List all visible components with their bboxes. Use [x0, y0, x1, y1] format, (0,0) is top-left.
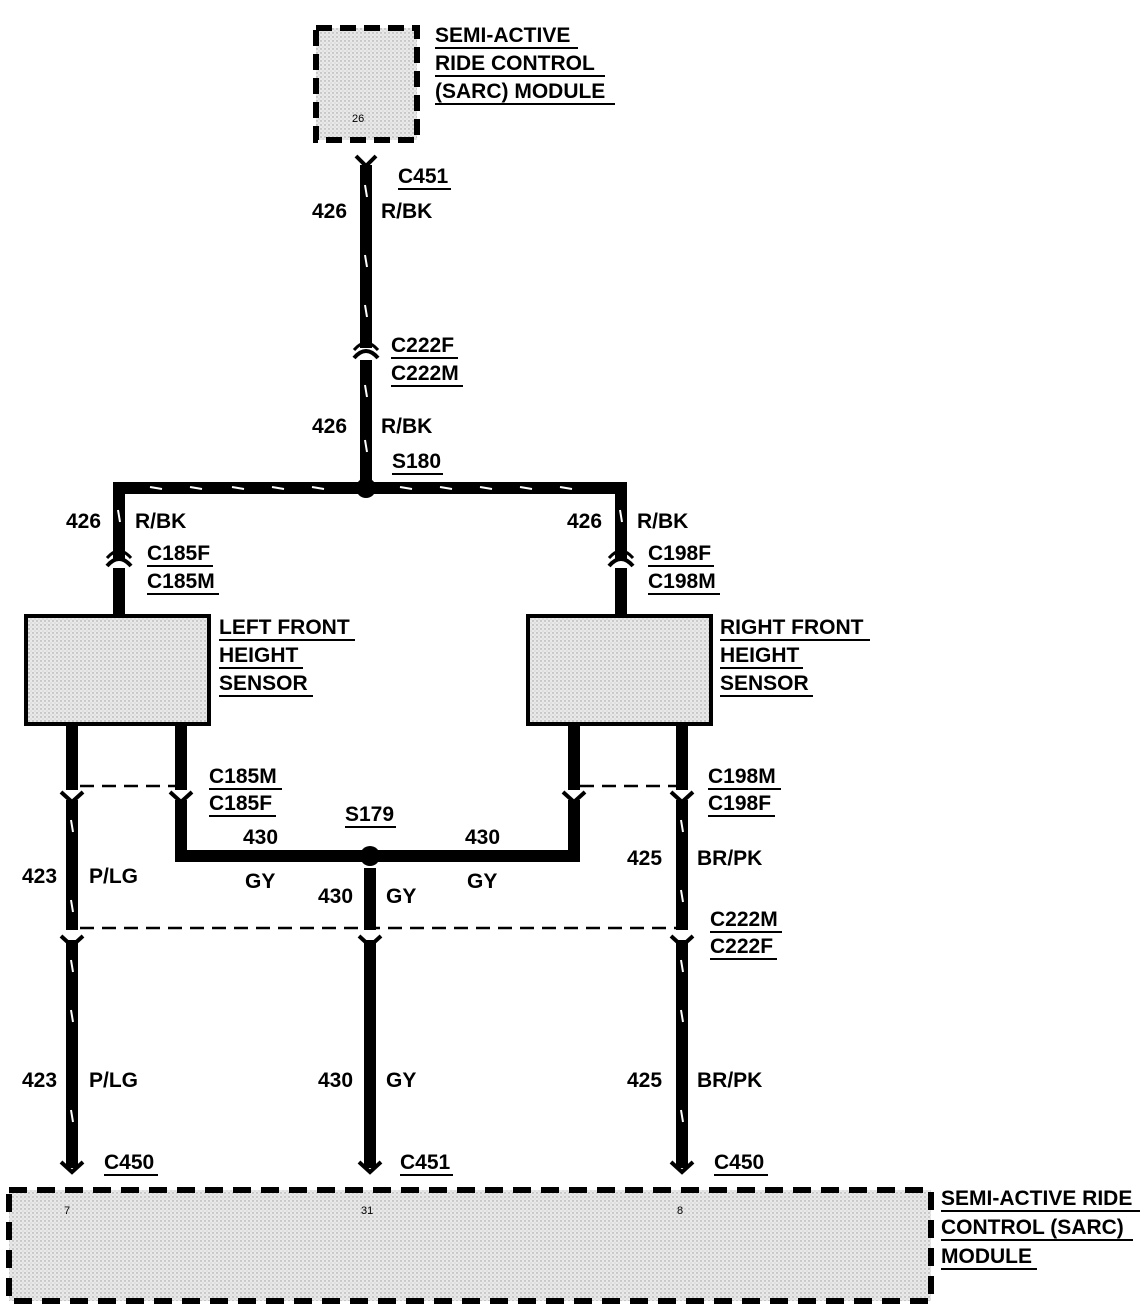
wire-color-430-left: GY: [245, 870, 275, 893]
connector-c222m-bot: C222M: [710, 908, 778, 931]
wire-color-430-center-b: GY: [386, 1069, 416, 1092]
wire-number-423-b: 423: [22, 1069, 57, 1092]
top-sarc-module: 26: [313, 25, 420, 143]
wire-number-430-center-b: 430: [318, 1069, 353, 1092]
connector-c185m-bot: C185M: [209, 765, 277, 788]
bottom-module-line-2: CONTROL (SARC): [941, 1216, 1124, 1239]
connector-c198m-bot: C198M: [708, 765, 776, 788]
connector-c450-left: C450: [104, 1151, 154, 1174]
wire-426-top: [352, 154, 380, 488]
left-sensor-line-2: HEIGHT: [219, 644, 299, 667]
wire-number-426-right: 426: [567, 510, 602, 533]
wire-number-425-a: 425: [627, 847, 662, 870]
wire-number-423-a: 423: [22, 865, 57, 888]
connector-c185f-top: C185F: [147, 542, 210, 565]
bottom-module-pin-8: 8: [677, 1205, 683, 1217]
connector-c198f-top: C198F: [648, 542, 711, 565]
wire-color-423-a: P/LG: [89, 865, 138, 888]
wire-number-430-center-a: 430: [318, 885, 353, 908]
left-front-height-sensor: [24, 614, 211, 726]
wire-number-426-a: 426: [312, 200, 347, 223]
connector-c185f-bot: C185F: [209, 792, 272, 815]
right-front-height-sensor: [526, 614, 713, 726]
connector-c451-bottom: C451: [400, 1151, 451, 1174]
left-sensor-label: LEFT FRONT HEIGHT SENSOR: [219, 616, 355, 697]
connector-c185m-top: C185M: [147, 570, 215, 593]
connector-c222m-top: C222M: [391, 362, 459, 385]
wire-color-423-b: P/LG: [89, 1069, 138, 1092]
wire-number-430-right: 430: [465, 826, 500, 849]
bottom-module-label: SEMI-ACTIVE RIDE CONTROL (SARC) MODULE: [941, 1187, 1140, 1270]
right-sensor-line-2: HEIGHT: [720, 644, 800, 667]
top-module-pin: 26: [352, 113, 364, 125]
wire-number-426-left: 426: [66, 510, 101, 533]
wire-color-430-center-a: GY: [386, 885, 416, 908]
top-module-line-3: (SARC) MODULE: [435, 80, 605, 103]
connector-c198m-top: C198M: [648, 570, 716, 593]
wire-color-426-right: R/BK: [637, 510, 688, 533]
wire-color-426-b: R/BK: [381, 415, 432, 438]
wire-430-center: [357, 868, 383, 1175]
bottom-module-pin-31: 31: [361, 1205, 373, 1217]
top-module-label: SEMI-ACTIVE RIDE CONTROL (SARC) MODULE: [435, 24, 615, 105]
wire-number-430-left: 430: [243, 826, 278, 849]
bottom-module-pin-7: 7: [64, 1205, 70, 1217]
left-sensor-line-3: SENSOR: [219, 672, 308, 695]
top-module-line-1: SEMI-ACTIVE: [435, 24, 570, 47]
left-sensor-line-1: LEFT FRONT: [219, 616, 350, 639]
bottom-module-line-3: MODULE: [941, 1245, 1032, 1268]
bottom-module-line-1: SEMI-ACTIVE RIDE: [941, 1187, 1132, 1210]
bottom-sarc-module: 7 31 8: [6, 1187, 934, 1304]
wire-425: [669, 726, 695, 1175]
wire-number-426-b: 426: [312, 415, 347, 438]
splice-s179-label: S179: [345, 803, 394, 826]
wire-423: [59, 726, 85, 1175]
wire-color-425-b: BR/PK: [697, 1069, 762, 1092]
wire-color-426-left: R/BK: [135, 510, 186, 533]
right-sensor-line-3: SENSOR: [720, 672, 809, 695]
splice-s179-dot: [360, 846, 380, 866]
wire-430-left: [168, 726, 362, 862]
splice-s180-dot: [356, 478, 376, 498]
wire-color-426-a: R/BK: [381, 200, 432, 223]
connector-c222f-top: C222F: [391, 334, 454, 357]
connector-c198f-bot: C198F: [708, 792, 771, 815]
right-sensor-label: RIGHT FRONT HEIGHT SENSOR: [720, 616, 870, 697]
connector-c450-right: C450: [714, 1151, 764, 1174]
right-sensor-line-1: RIGHT FRONT: [720, 616, 864, 639]
wire-color-425-a: BR/PK: [697, 847, 762, 870]
top-module-line-2: RIDE CONTROL: [435, 52, 595, 75]
wire-430-right: [378, 726, 587, 862]
connector-c222f-bot: C222F: [710, 935, 773, 958]
wire-number-425-b: 425: [627, 1069, 662, 1092]
connector-c451-top: C451: [398, 165, 449, 188]
wire-color-430-right: GY: [467, 870, 497, 893]
splice-s180-label: S180: [392, 450, 441, 473]
